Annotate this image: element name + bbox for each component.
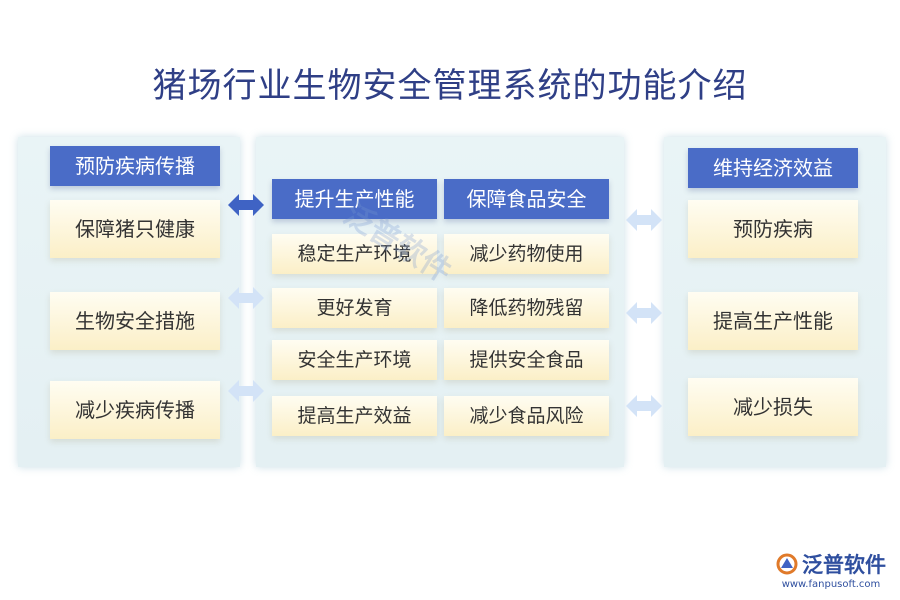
center-col2-item-4: 减少食品风险 — [444, 396, 609, 436]
right-item-3: 减少损失 — [688, 378, 858, 436]
right-item-2: 提高生产性能 — [688, 292, 858, 350]
left-header: 预防疾病传播 — [50, 146, 220, 186]
center-col1-item-4: 提高生产效益 — [272, 396, 437, 436]
left-item-2: 生物安全措施 — [50, 292, 220, 350]
center-col2-item-1: 减少药物使用 — [444, 234, 609, 274]
double-arrow-icon — [228, 287, 264, 309]
center-col1-item-2: 更好发育 — [272, 288, 437, 328]
double-arrow-icon — [228, 194, 264, 216]
double-arrow-icon — [626, 395, 662, 417]
center-col1-item-1: 稳定生产环境 — [272, 234, 437, 274]
center-col2-item-2: 降低药物残留 — [444, 288, 609, 328]
center-header-1: 提升生产性能 — [272, 179, 437, 219]
double-arrow-icon — [626, 302, 662, 324]
page-title: 猪场行业生物安全管理系统的功能介绍 — [152, 66, 748, 106]
logo-icon — [776, 553, 798, 575]
left-item-3: 减少疾病传播 — [50, 381, 220, 439]
center-col1-item-3: 安全生产环境 — [272, 340, 437, 380]
logo-url: www.fanpusoft.com — [781, 579, 881, 590]
double-arrow-icon — [626, 209, 662, 231]
left-item-1: 保障猪只健康 — [50, 200, 220, 258]
center-header-2: 保障食品安全 — [444, 179, 609, 219]
right-header: 维持经济效益 — [688, 148, 858, 188]
double-arrow-icon — [228, 380, 264, 402]
right-item-1: 预防疾病 — [688, 200, 858, 258]
logo: 泛普软件 www.fanpusoft.com — [776, 549, 886, 590]
center-col2-item-3: 提供安全食品 — [444, 340, 609, 380]
logo-name: 泛普软件 — [802, 553, 886, 577]
